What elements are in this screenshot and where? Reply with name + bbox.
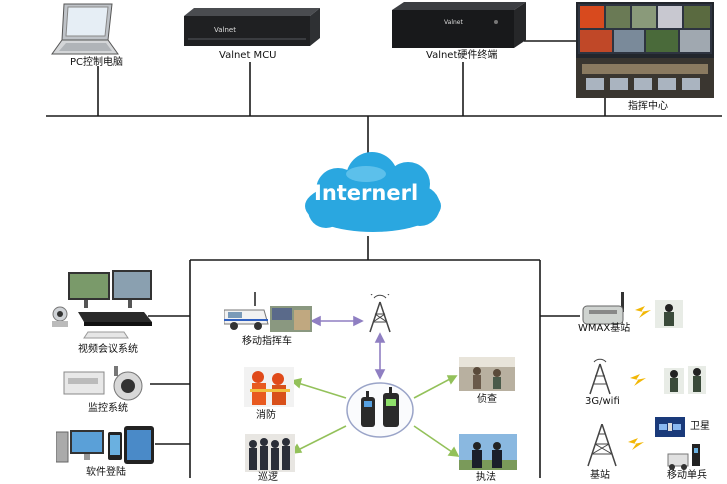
base-station-label: 基站 <box>590 470 610 481</box>
fire-photo <box>244 367 294 407</box>
mobile-soldier-label: 移动单兵 <box>667 470 707 481</box>
command-vehicle-photo <box>224 292 314 334</box>
mcu-label: Valnet MCU <box>219 50 277 61</box>
wifi-label: 3G/wifi <box>585 396 620 407</box>
video-conference-icon <box>48 268 154 344</box>
server-rack-icon: Valnet <box>184 8 322 48</box>
wifi-tower-icon <box>584 358 708 398</box>
command-vehicle-label: 移动指挥车 <box>242 336 292 347</box>
patrol-photo <box>245 434 295 472</box>
video-conference-label: 视频会议系统 <box>78 344 138 355</box>
cloud-icon <box>300 150 446 242</box>
satellite-icon <box>655 417 685 437</box>
enforcement-photo <box>459 434 517 470</box>
command-center-label: 指挥中心 <box>628 101 668 112</box>
pc-label: PC控制电脑 <box>70 57 124 68</box>
wmax-device-icon <box>579 292 689 332</box>
devices-icon <box>56 424 156 466</box>
patrol-label: 巡逻 <box>258 472 278 483</box>
satellite-label: 卫星 <box>690 421 710 432</box>
handheld-radios-icon <box>345 381 415 439</box>
wmax-label: WMAX基站 <box>578 323 631 334</box>
mcu-brand: Valnet <box>214 26 236 34</box>
investigation-photo <box>459 357 515 391</box>
monitoring-label: 监控系统 <box>88 403 128 414</box>
signal-tower-icon <box>366 294 394 334</box>
command-center-photo <box>576 2 714 98</box>
hardware-terminal-icon: Valnet <box>392 2 528 50</box>
software-login-label: 软件登陆 <box>86 467 126 478</box>
terminal-label: Valnet硬件终端 <box>426 50 498 61</box>
mobile-soldier-icon <box>664 440 704 470</box>
surveillance-camera-icon <box>62 366 150 402</box>
enforcement-label: 执法 <box>476 472 496 483</box>
cloud-label: Internerl <box>314 181 419 205</box>
base-station-tower-icon <box>584 424 654 468</box>
laptop-icon <box>50 2 120 58</box>
investigation-label: 侦查 <box>477 394 497 405</box>
fire-label: 消防 <box>256 410 276 421</box>
terminal-brand: Valnet <box>444 19 463 26</box>
